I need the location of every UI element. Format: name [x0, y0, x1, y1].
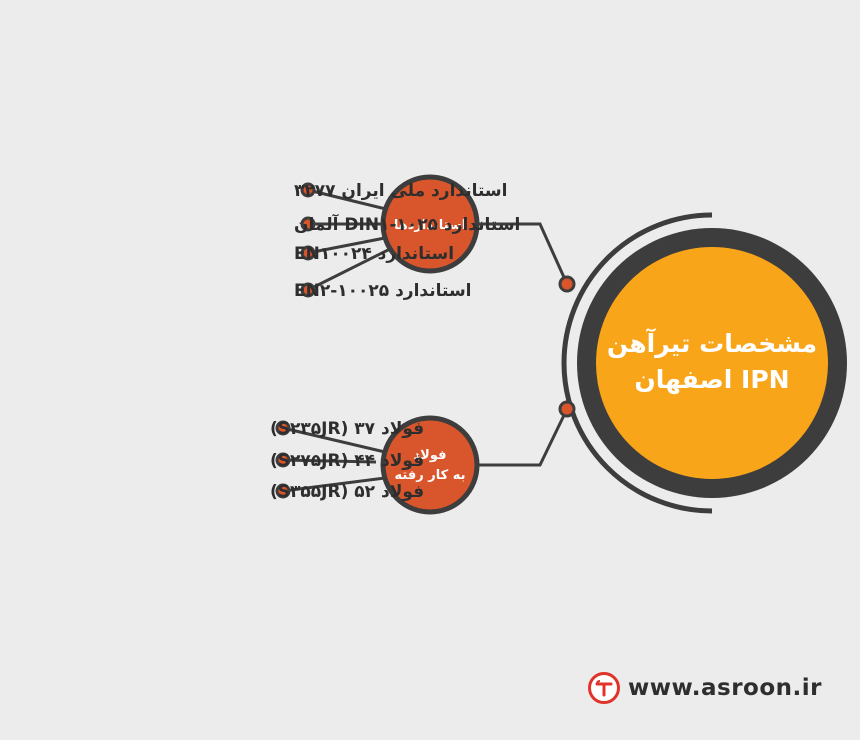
standards-branch-line: [307, 236, 386, 255]
steel-junction-dot: [558, 400, 576, 418]
standards-item-dot: [300, 182, 316, 198]
main-node: [596, 247, 828, 479]
connector-steel-to-main: [478, 408, 569, 467]
standards-item-label: استاندارد EN۱۰۰۲۴: [294, 244, 454, 264]
footer-brand: www.asroon.ir: [587, 672, 822, 704]
steel-item-dot: [275, 483, 291, 499]
steel-item-label: فولاد ۴۴ (S۲۷۵JR): [270, 451, 424, 471]
steel-item-dot: [275, 420, 291, 436]
standards-branch-line: [307, 246, 393, 292]
steel-branch-line: [282, 476, 386, 493]
standards-branch-line: [307, 188, 391, 212]
steel-item-dot: [275, 452, 291, 468]
steel-hub-label-line1: فولاد: [413, 448, 446, 463]
steel-hub: [380, 415, 480, 515]
steel-hub-label-line2: به کار رفته: [395, 468, 466, 483]
main-node-outer-arc: [561, 212, 713, 514]
steel-branch-line: [282, 426, 386, 454]
standards-item-dot: [300, 216, 316, 232]
steel-item-label: فولاد ۳۷ (S۲۳۵JR): [270, 419, 424, 439]
standards-item-dot: [300, 282, 316, 298]
standards-junction-dot: [558, 275, 576, 293]
standards-item-label: استاندارد DIN۱-۱۰۲۵ آلمان: [294, 213, 520, 235]
standards-item-label: استاندارد EN۲-۱۰۰۲۵: [294, 281, 471, 301]
main-node-title-line1: مشخصات تیرآهن: [607, 328, 817, 359]
website-link[interactable]: www.asroon.ir: [627, 675, 822, 701]
asroon-logo-glyph: [595, 680, 613, 697]
main-node-title-line2: IPN اصفهان: [634, 365, 789, 395]
standards-hub: [380, 174, 480, 274]
standards-hub-label: استانداردها: [394, 218, 466, 233]
connector-standards-to-main: [478, 222, 569, 285]
asroon-logo-icon: [587, 672, 620, 704]
standards-item-dot: [300, 245, 316, 261]
steel-branch-line: [282, 458, 377, 464]
standards-item-label: استاندارد ملی ایران ۳۲۷۷: [294, 181, 507, 201]
steel-item-label: فولاد ۵۲ (S۳۵۵JR): [270, 482, 424, 502]
